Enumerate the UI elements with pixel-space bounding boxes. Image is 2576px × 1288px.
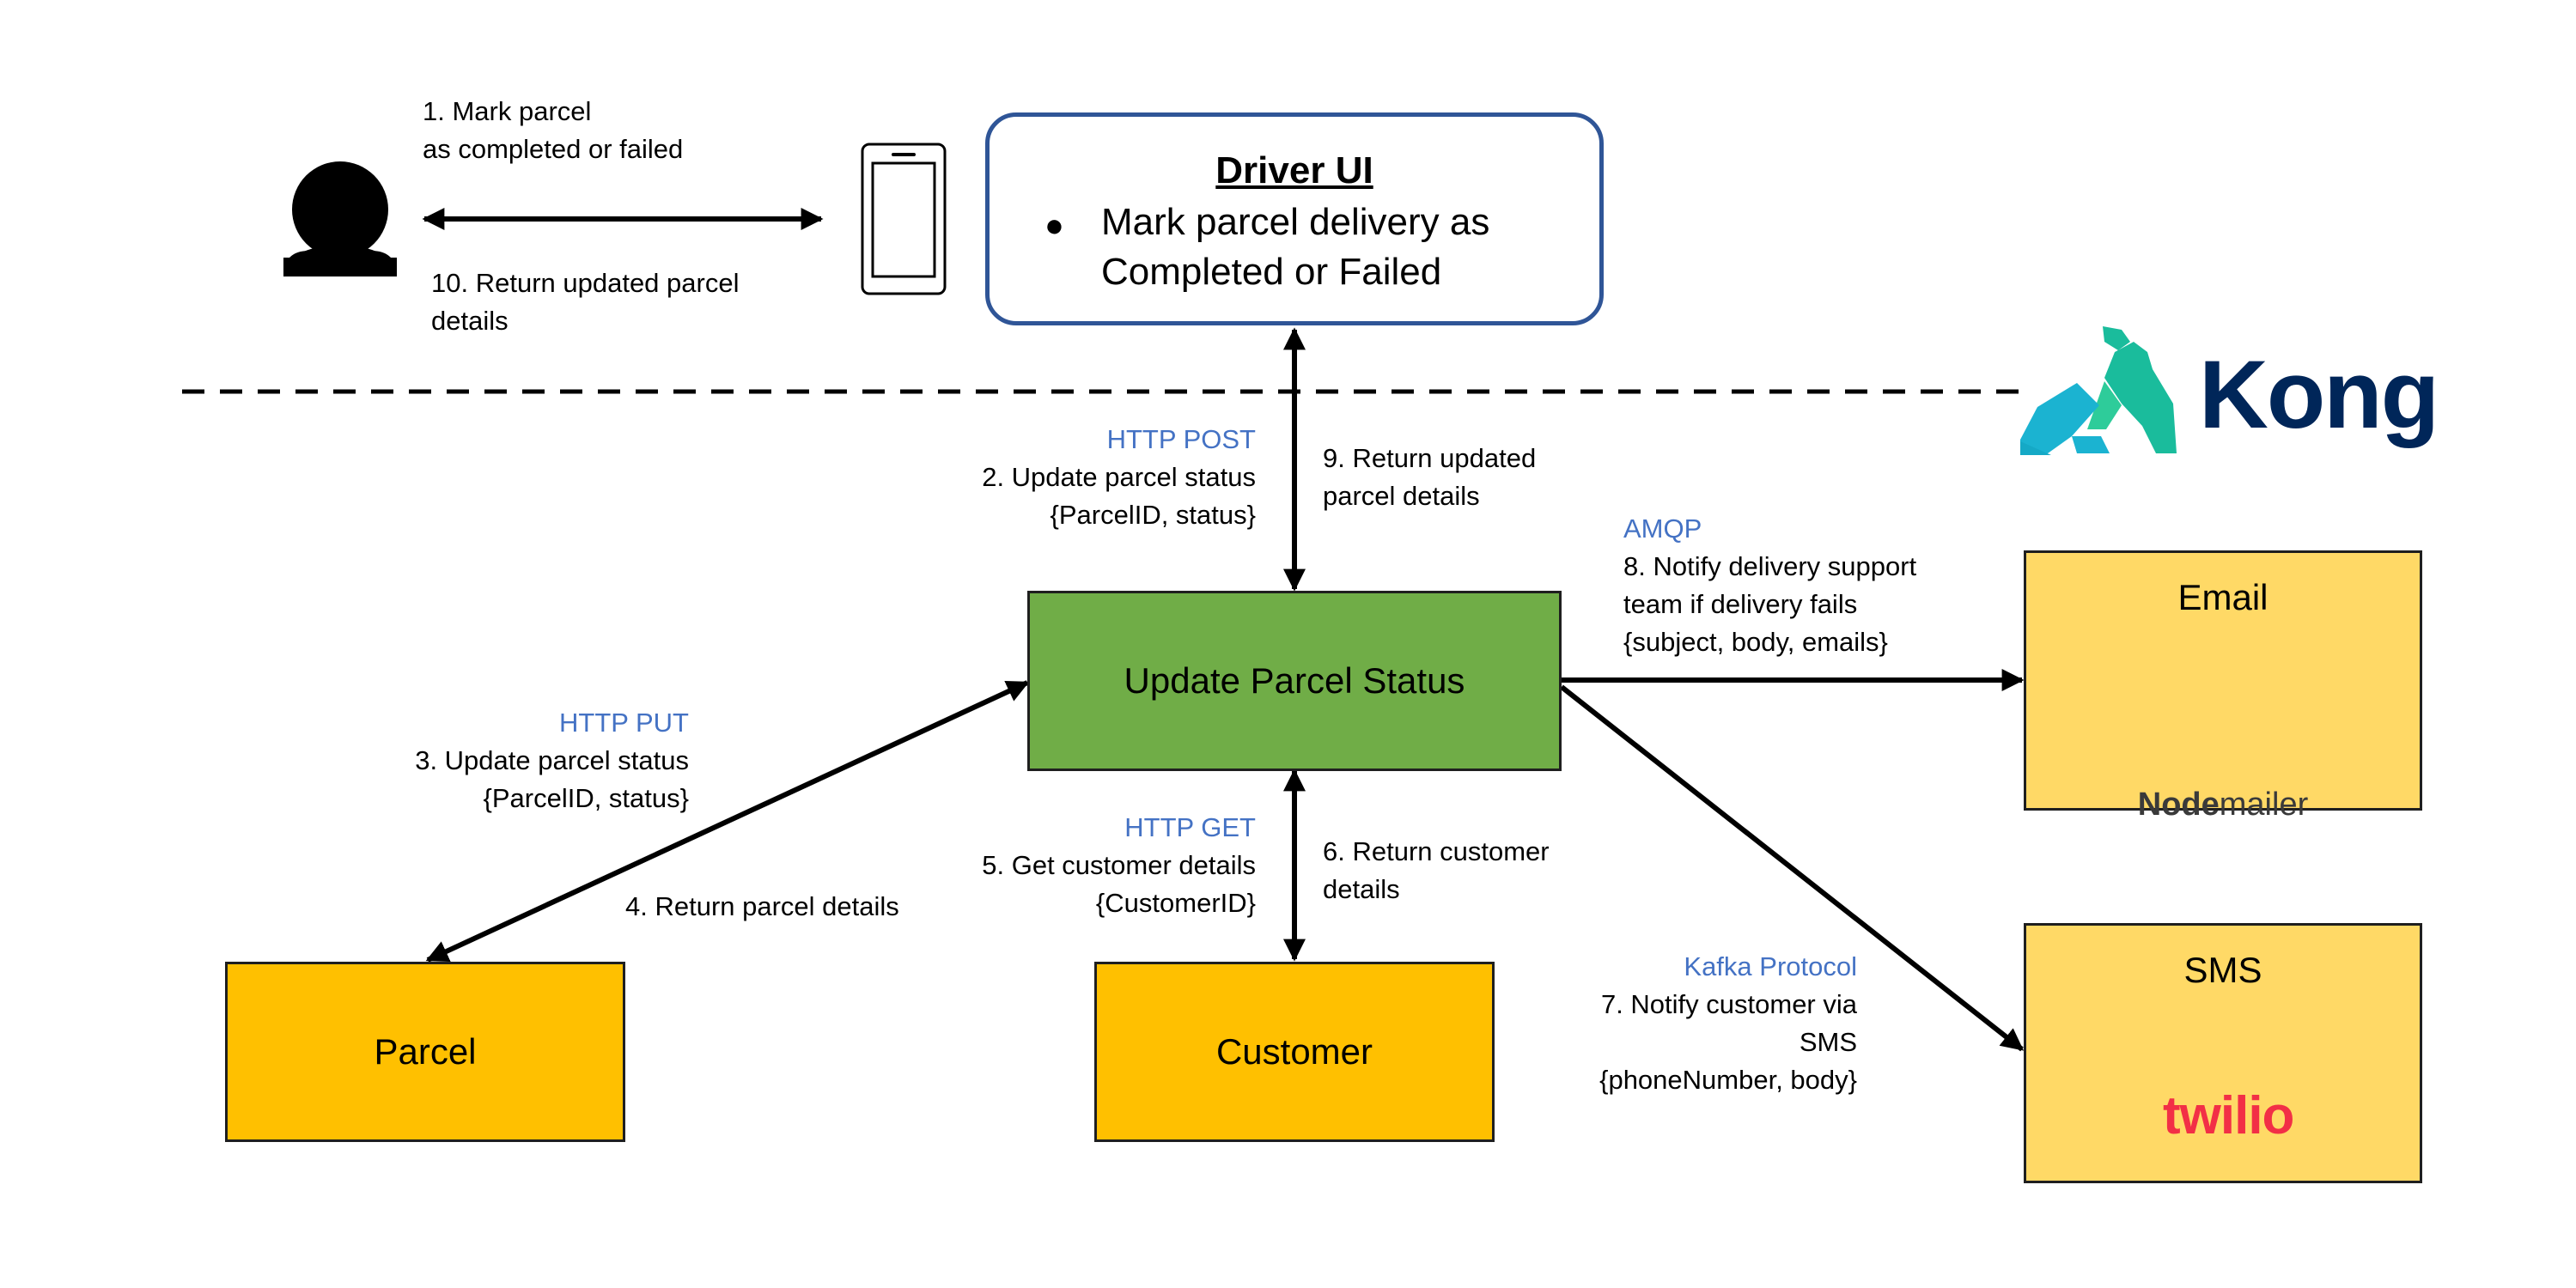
bullet-dot: ● — [1044, 208, 1064, 244]
customer-service: Customer — [1094, 962, 1495, 1142]
person-icon — [283, 161, 397, 280]
sms-label: SMS — [2183, 950, 2262, 990]
step-10-label: 10. Return updated parcel details — [431, 268, 740, 336]
driver-ui-bullet: Mark parcel delivery as Completed or Fai… — [1101, 197, 1489, 297]
twilio-wordmark: twilio — [2163, 1086, 2294, 1145]
step-7-label: Kafka Protocol 7. Notify customer via SM… — [1599, 951, 1857, 1095]
step-2-label: HTTP POST 2. Update parcel status {Parce… — [982, 424, 1256, 530]
driver-ui-title: Driver UI — [1215, 149, 1373, 191]
step-1-label: 1. Mark parcel as completed or failed — [423, 96, 684, 164]
nodemailer-wordmark: Nodemailer — [2137, 787, 2309, 823]
step-9-label: 9. Return updated parcel details — [1323, 443, 1537, 511]
driver-ui-bullet-line1: Mark parcel delivery as — [1101, 201, 1490, 243]
arrow-update-parcel — [425, 680, 1030, 963]
update-parcel-status-service: Update Parcel Status — [1027, 591, 1562, 771]
step-6-label: 6. Return customer details — [1323, 836, 1550, 904]
kong-wordmark: Kong — [2199, 341, 2439, 448]
parcel-service: Parcel — [225, 962, 625, 1142]
step-8-label: AMQP 8. Notify delivery support team if … — [1623, 513, 1917, 657]
email-service: Email Nodemailer — [2024, 550, 2422, 823]
email-label: Email — [2177, 577, 2268, 617]
step-3-label: HTTP PUT 3. Update parcel status {Parcel… — [415, 708, 689, 813]
driver-ui-box: Driver UI ● Mark parcel delivery as Comp… — [985, 112, 1604, 325]
kong-gorilla-logo — [2020, 326, 2177, 455]
customer-label: Customer — [1215, 1031, 1373, 1072]
step-4-label: 4. Return parcel details — [625, 891, 899, 921]
smartphone-icon — [861, 143, 947, 295]
sms-service: SMS twilio — [2024, 923, 2422, 1183]
parcel-label: Parcel — [374, 1031, 477, 1072]
arrow-update-sms — [1560, 684, 2025, 1052]
step-5-label: HTTP GET 5. Get customer details {Custom… — [982, 812, 1256, 918]
update-parcel-status-label: Update Parcel Status — [1124, 660, 1465, 701]
driver-ui-bullet-line2: Completed or Failed — [1101, 251, 1442, 293]
